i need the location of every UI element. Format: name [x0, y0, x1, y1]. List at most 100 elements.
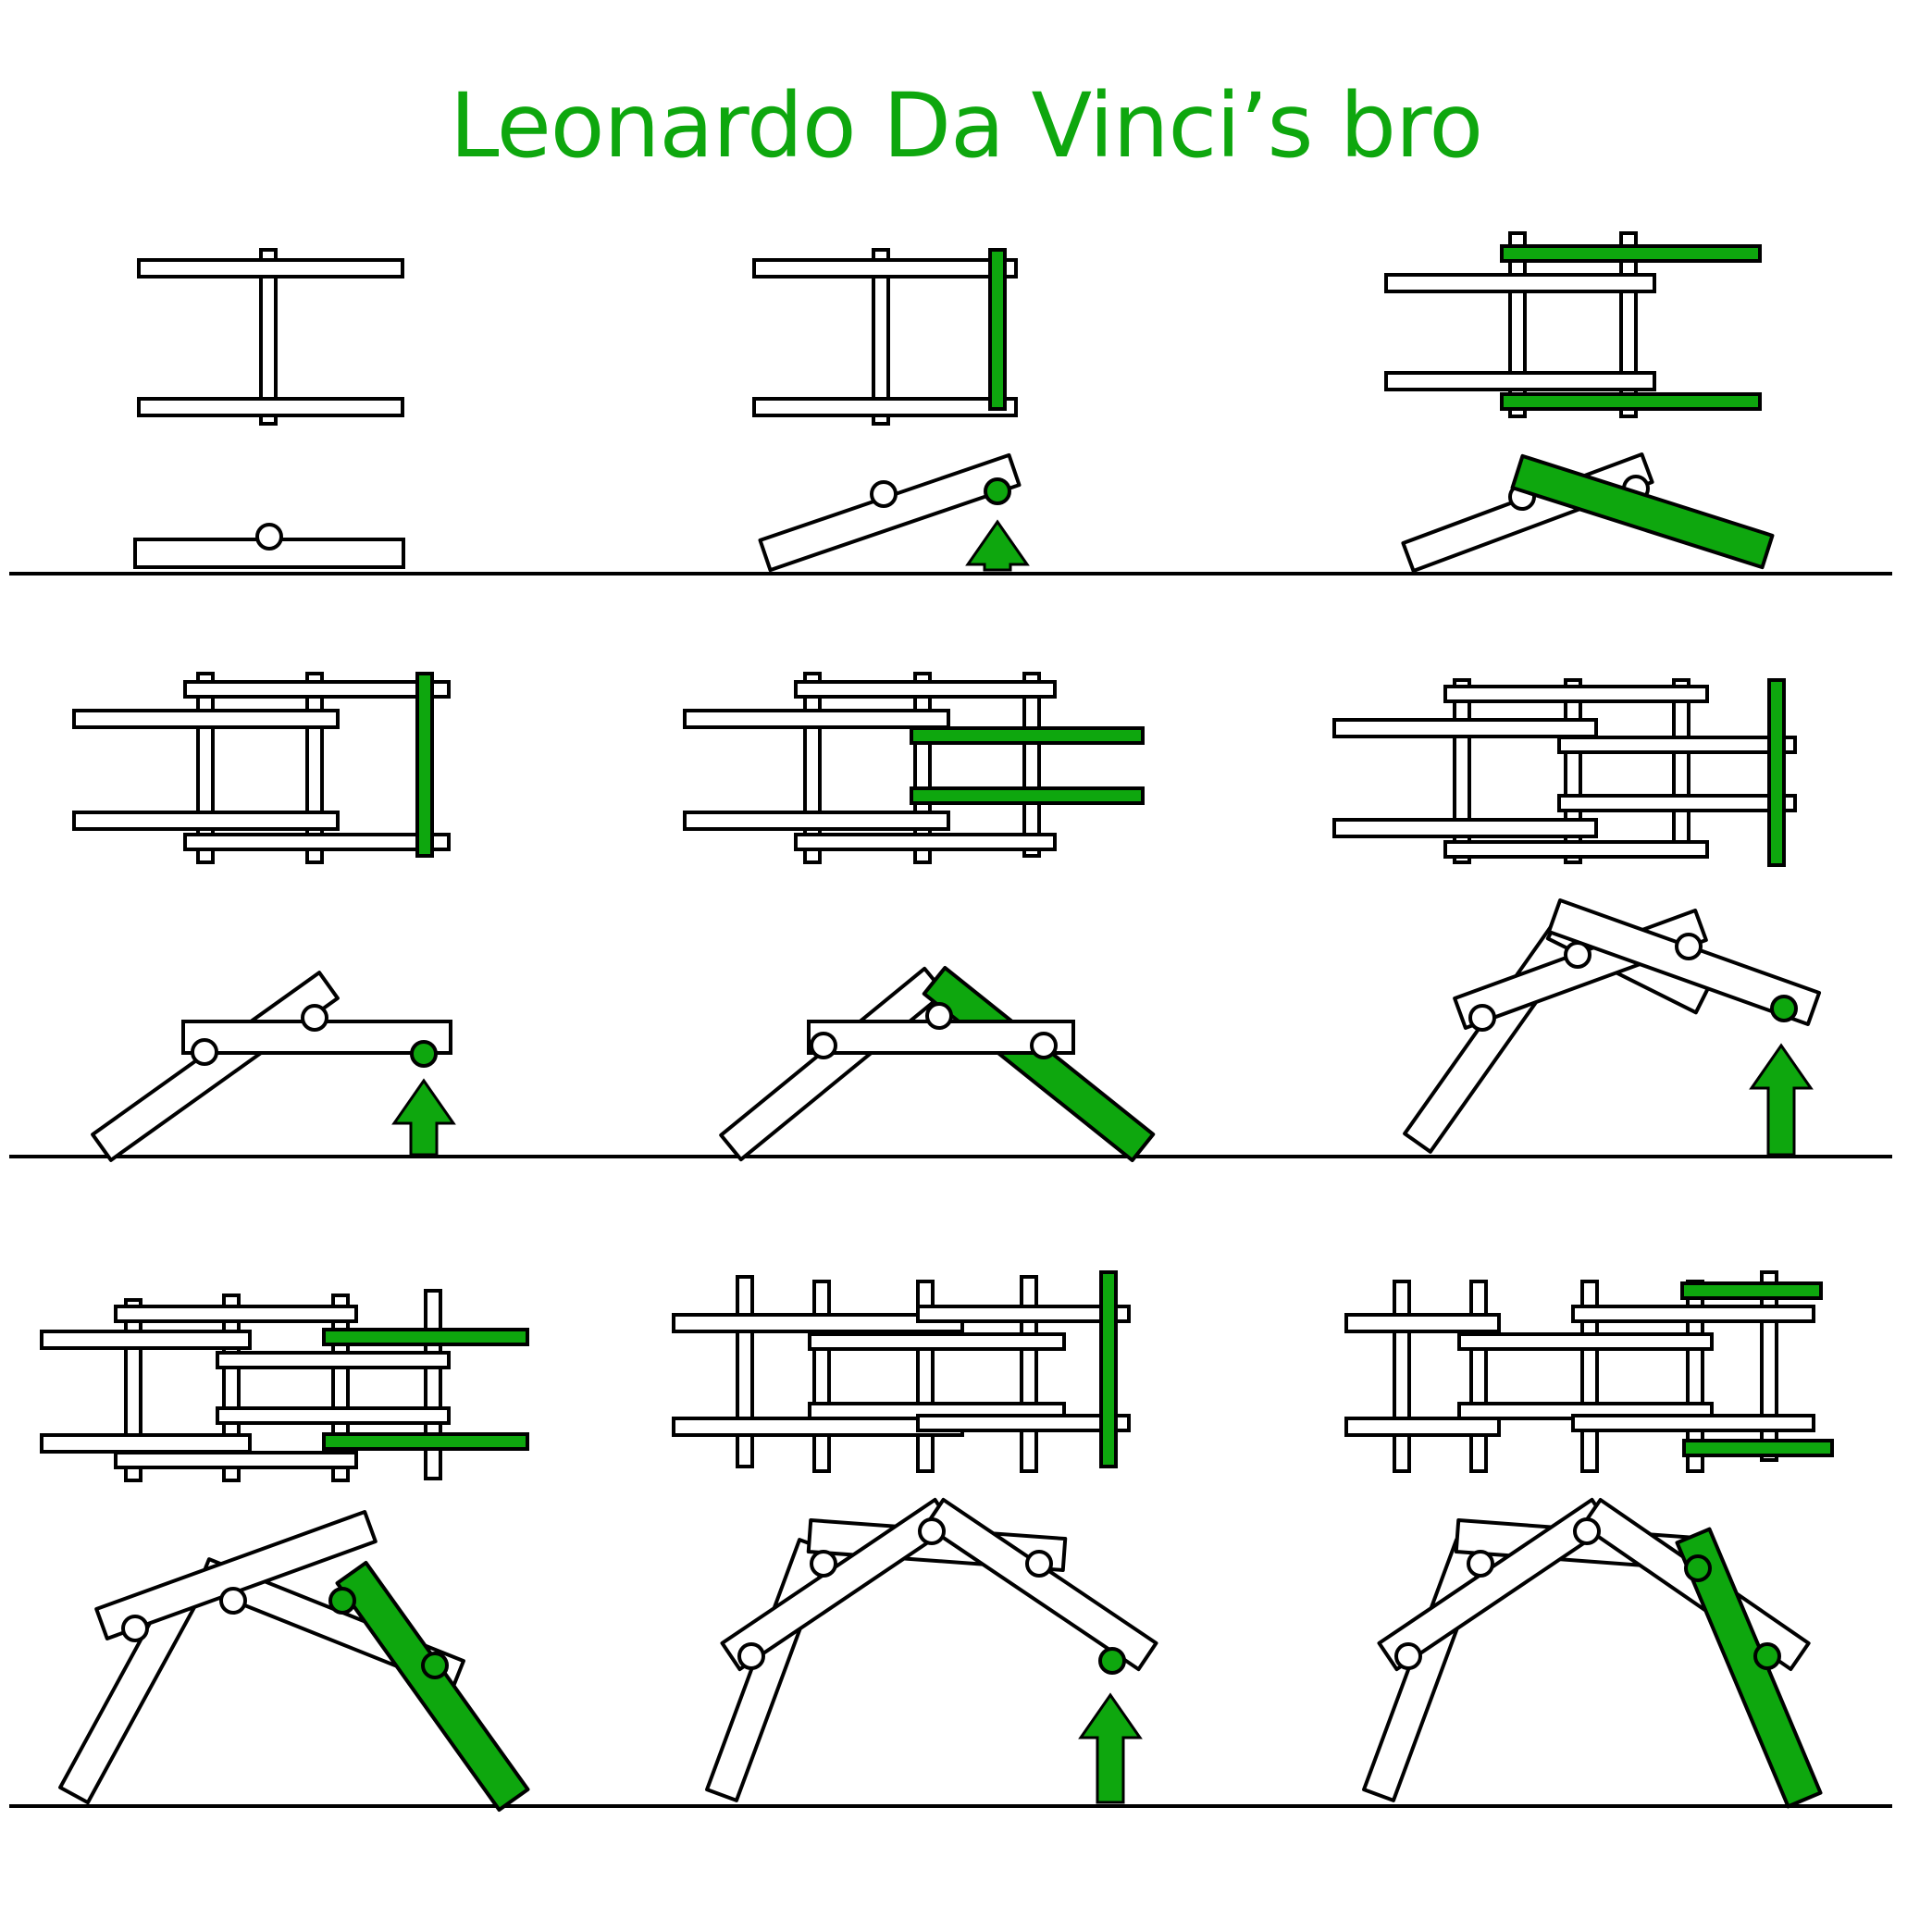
step-1-plan: [137, 248, 404, 426]
horizontal-bar: [72, 709, 340, 729]
green-pivot-joint: [1684, 1554, 1712, 1582]
horizontal-bar: [181, 1020, 452, 1055]
vertical-bar: [812, 1280, 831, 1473]
horizontal-bar: [1344, 1417, 1501, 1437]
step-3-side: [1401, 452, 1775, 573]
horizontal-bar: [40, 1433, 252, 1454]
green-horizontal-bar: [1500, 392, 1762, 411]
horizontal-bar: [1384, 273, 1656, 293]
green-vertical-bar: [988, 248, 1007, 411]
horizontal-bar: [183, 833, 451, 851]
pivot-joint: [1030, 1032, 1058, 1059]
step-6-side: [1403, 898, 1822, 1157]
step-9-plan: [1344, 1270, 1834, 1473]
horizontal-bar: [137, 258, 404, 279]
vertical-bar: [1022, 672, 1041, 858]
pivot-joint: [301, 1004, 328, 1032]
pivot-joint: [191, 1038, 218, 1066]
horizontal-bar: [114, 1451, 358, 1469]
horizontal-bar: [1332, 818, 1598, 838]
horizontal-bar: [752, 397, 1018, 417]
pivot-joint: [219, 1587, 247, 1615]
horizontal-bar: [40, 1330, 252, 1350]
step-3-plan: [1384, 231, 1762, 418]
horizontal-bar: [1557, 736, 1797, 754]
green-pivot-joint: [1098, 1647, 1126, 1675]
green-leg-bar: [922, 965, 1156, 1163]
horizontal-bar: [1344, 1313, 1501, 1333]
horizontal-bar: [752, 258, 1018, 279]
green-horizontal-bar: [322, 1432, 529, 1451]
green-horizontal-bar: [910, 786, 1145, 805]
step-5-plan: [683, 672, 1145, 864]
vertical-bar: [1469, 1280, 1488, 1473]
leg-bar: [1403, 914, 1586, 1154]
leg-bar: [1362, 1538, 1488, 1802]
green-pivot-joint: [328, 1587, 356, 1615]
horizontal-bar: [808, 1332, 1066, 1351]
lift-arrow-icon: [965, 519, 1030, 572]
step-2-side: [758, 452, 1030, 573]
step-7-side: [58, 1510, 530, 1813]
pivot-joint: [918, 1517, 946, 1545]
pivot-joint: [1025, 1550, 1053, 1578]
horizontal-bar: [1384, 371, 1656, 391]
pivot-joint: [925, 1002, 953, 1030]
leg-bar: [719, 966, 947, 1162]
horizontal-bar: [794, 833, 1057, 851]
green-leg-bar: [335, 1560, 530, 1813]
horizontal-bar: [916, 1305, 1131, 1323]
horizontal-bar: [1571, 1414, 1815, 1432]
leg-bar: [1377, 1497, 1612, 1672]
horizontal-bar: [1443, 840, 1709, 859]
pivot-joint: [737, 1642, 765, 1670]
step-7-plan: [40, 1289, 529, 1482]
pivot-joint: [1573, 1517, 1601, 1545]
vertical-bar: [1393, 1280, 1411, 1473]
horizontal-bar: [183, 680, 451, 699]
step-8-plan: [672, 1270, 1131, 1473]
green-pivot-joint: [984, 477, 1011, 505]
step-1-side: [133, 523, 405, 569]
horizontal-bar: [114, 1305, 358, 1323]
green-pivot-joint: [410, 1040, 438, 1068]
pivot-joint: [1394, 1642, 1422, 1670]
step-5-side: [719, 965, 1156, 1163]
pivot-joint: [1467, 1550, 1494, 1578]
green-horizontal-bar: [322, 1328, 529, 1346]
green-horizontal-bar: [1680, 1281, 1823, 1300]
pivot-joint: [810, 1550, 837, 1578]
step-8-side: [705, 1497, 1158, 1804]
green-pivot-joint: [1770, 995, 1798, 1022]
horizontal-bar: [1557, 794, 1797, 812]
horizontal-bar: [683, 709, 950, 729]
horizontal-bar: [794, 680, 1057, 699]
green-pivot-joint: [1753, 1642, 1781, 1670]
horizontal-bar: [216, 1351, 451, 1369]
lift-arrow-icon: [1078, 1692, 1143, 1804]
pivot-joint: [1675, 933, 1703, 960]
step-4-plan: [72, 672, 451, 864]
horizontal-bar: [1571, 1305, 1815, 1323]
horizontal-bar: [1457, 1332, 1714, 1351]
green-vertical-bar: [415, 672, 434, 858]
vertical-bar: [259, 248, 278, 426]
green-horizontal-bar: [1500, 244, 1762, 263]
pivot-joint: [1564, 941, 1591, 969]
green-vertical-bar: [1099, 1270, 1118, 1468]
leg-bar: [720, 1497, 955, 1672]
horizontal-bar: [137, 397, 404, 417]
step-4-side: [91, 971, 456, 1162]
green-horizontal-bar: [1682, 1439, 1834, 1457]
lift-arrow-icon: [1749, 1043, 1814, 1157]
leg-bar: [1546, 898, 1822, 1026]
pivot-joint: [1468, 1004, 1496, 1032]
step-9-side: [1362, 1497, 1823, 1809]
vertical-bar: [872, 248, 890, 426]
step-2-plan: [752, 248, 1018, 426]
horizontal-bar: [216, 1406, 451, 1425]
pivot-joint: [870, 480, 898, 508]
pivot-joint: [255, 523, 283, 551]
horizontal-bar: [72, 811, 340, 831]
